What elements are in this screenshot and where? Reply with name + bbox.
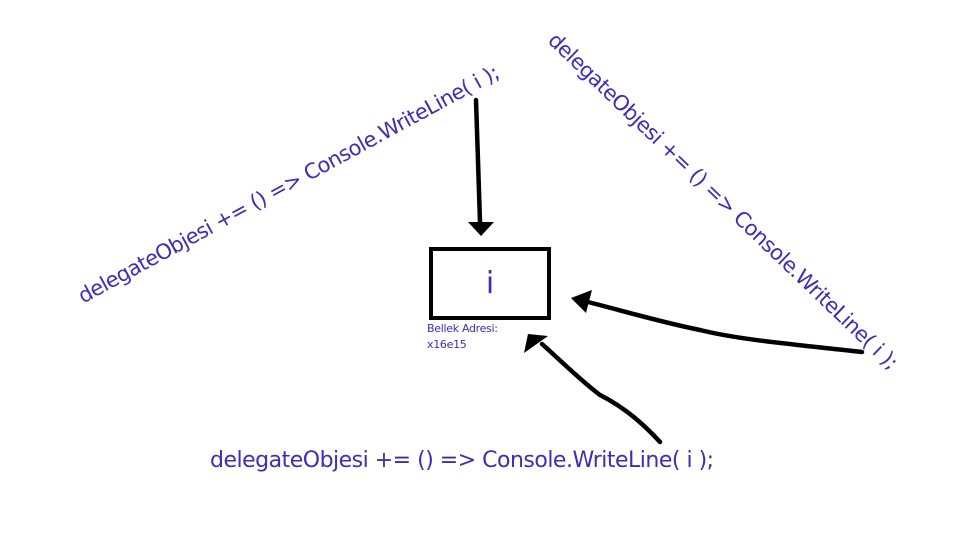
arrow-from-right-statement bbox=[571, 290, 865, 355]
memory-address-label: Bellek Adresi: bbox=[427, 322, 498, 335]
memory-address-value: x16e15 bbox=[427, 338, 467, 351]
arrow-from-left-statement bbox=[468, 97, 494, 236]
variable-name: i bbox=[485, 265, 495, 301]
variable-box: i bbox=[429, 247, 551, 320]
memory-address: Bellek Adresi: x16e15 bbox=[427, 321, 498, 353]
arrow-from-bottom-statement bbox=[524, 334, 663, 445]
statement-bottom: delegateObjesi += () => Console.WriteLin… bbox=[210, 448, 714, 473]
